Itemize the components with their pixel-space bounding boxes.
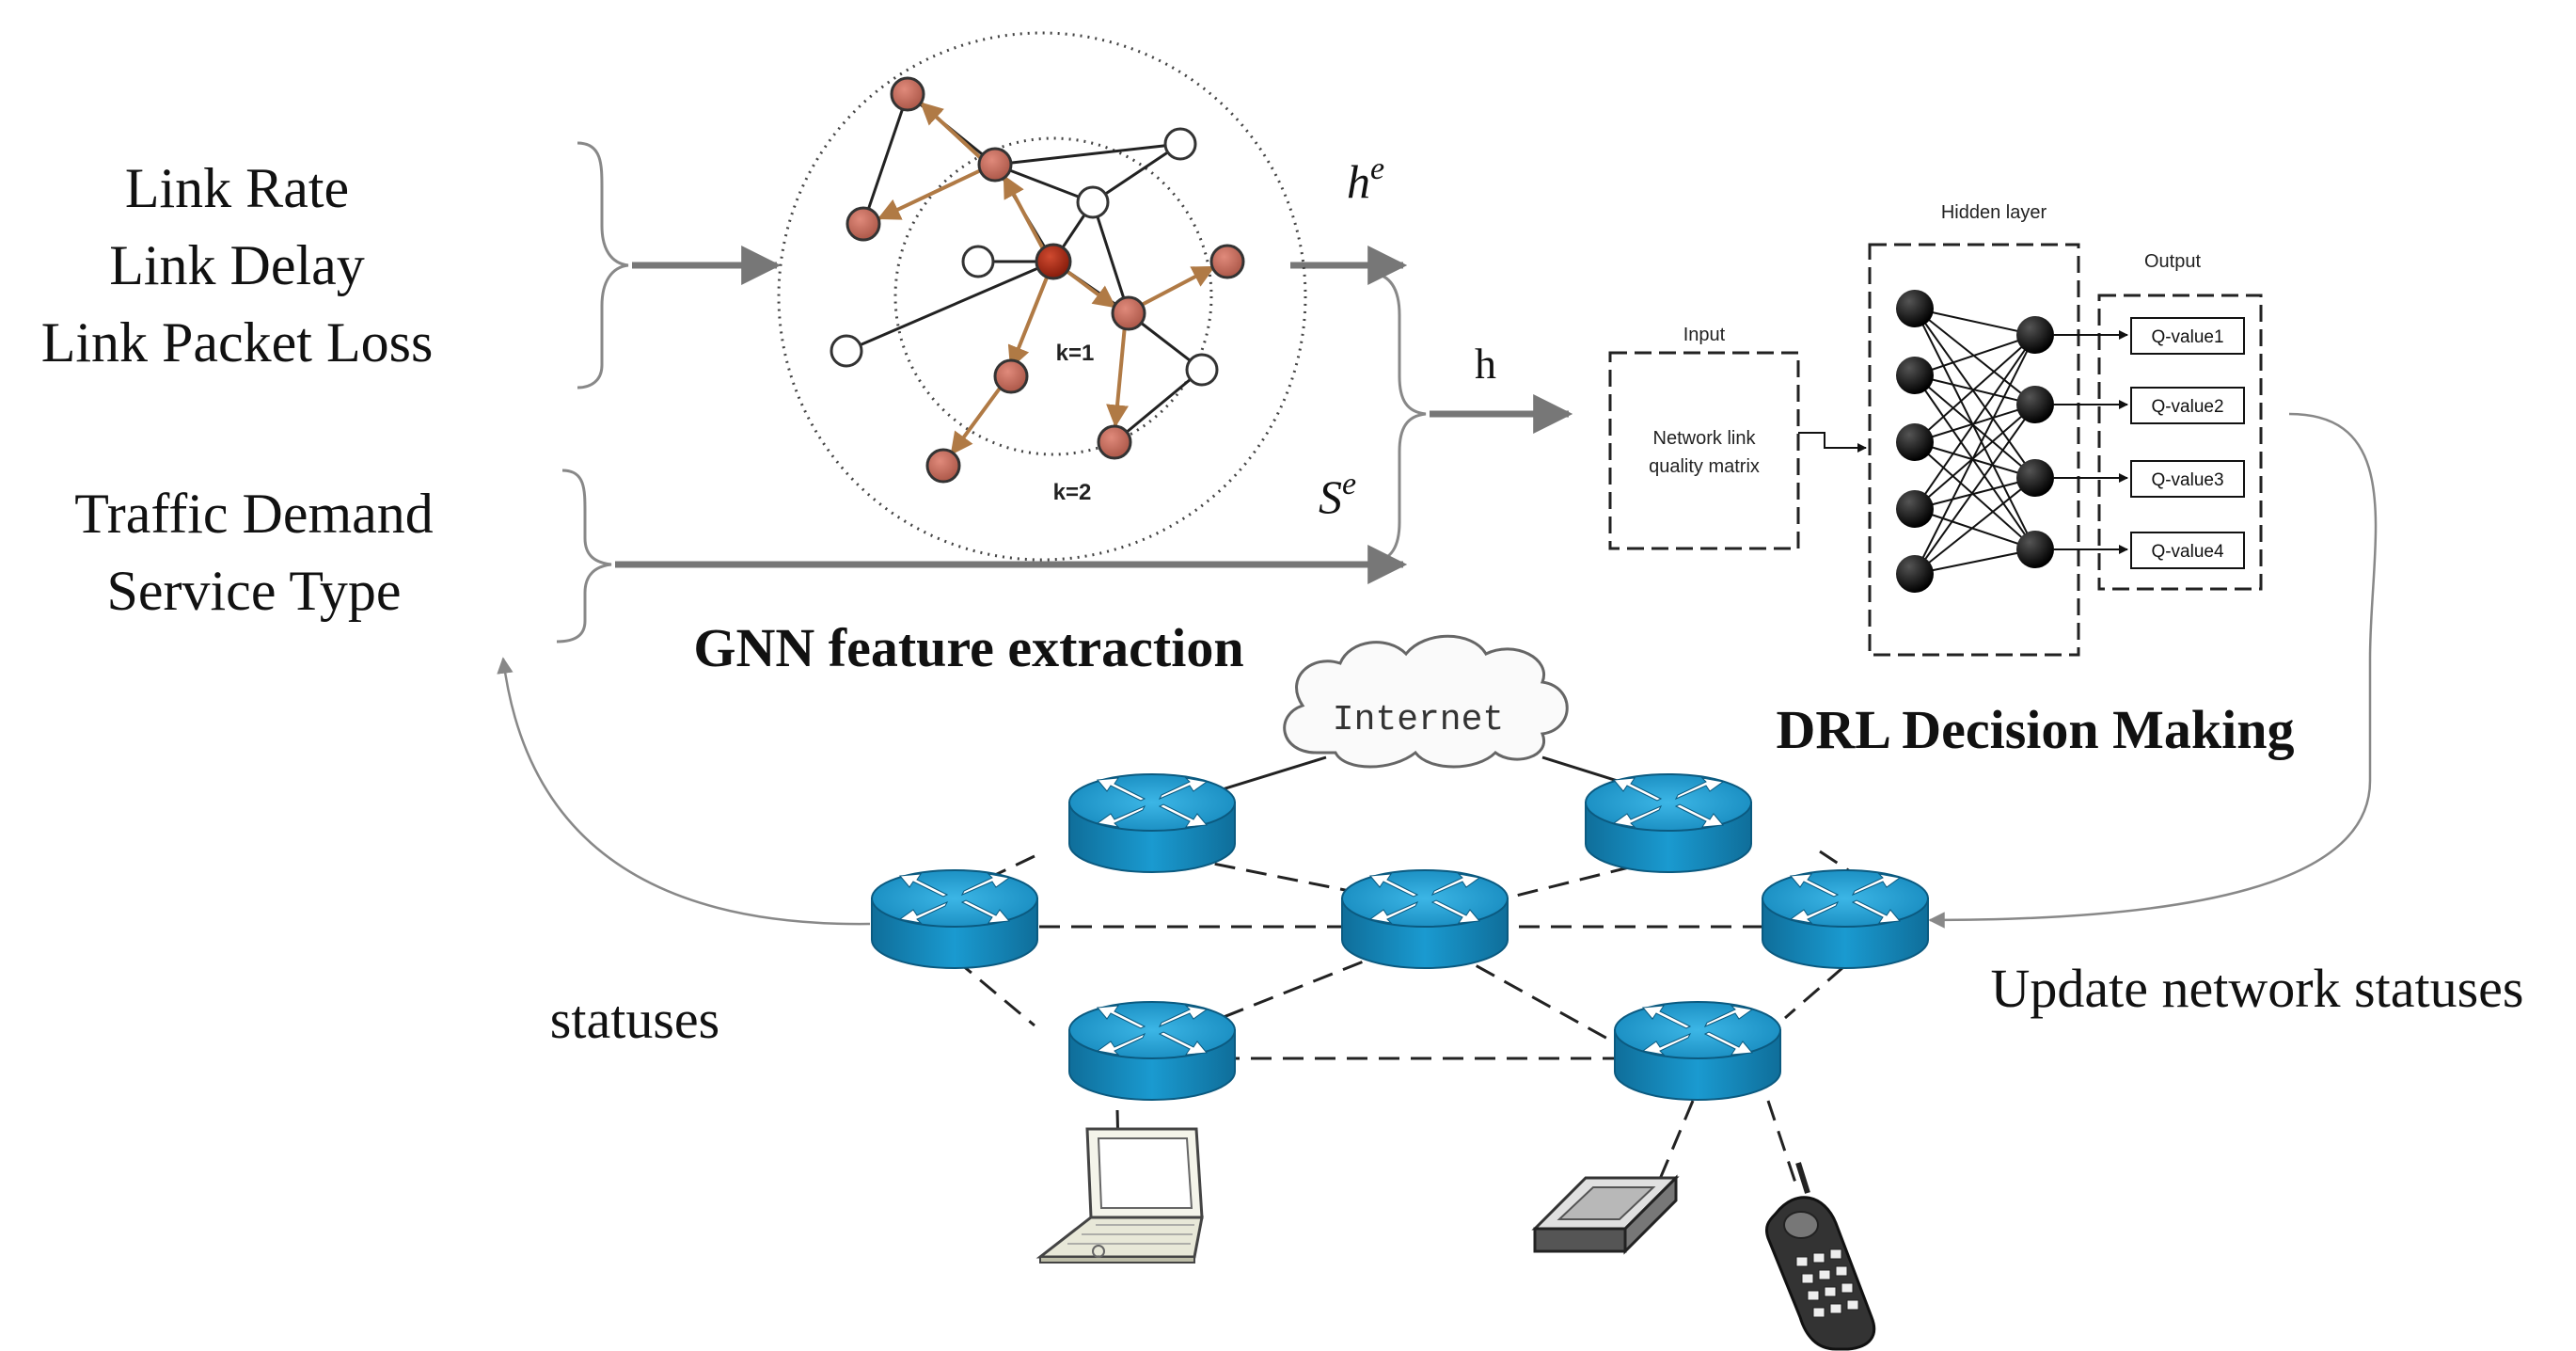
feedback-curves [497,412,2378,929]
output-h: h [1475,340,1496,388]
drl-input-box [1608,351,1800,550]
network-topology: Internet [871,634,1929,1351]
q-value-box-2 [2130,387,2245,424]
drl-input-line1: Network link [1653,428,1757,449]
brace-bottom [556,469,612,644]
drl-hidden-box [1868,243,2080,657]
feedback-right-curve [1928,412,2378,929]
drl-connections [1914,308,2036,575]
gnn-graph: k=1 k=2 [777,31,1307,562]
router-bottom-left [1068,1001,1236,1101]
gnn-label-k1: k=1 [1056,341,1095,366]
q-value-box-4 [2130,532,2245,569]
feature-link-packet-loss: Link Packet Loss [41,311,434,374]
q-value-2: Q-value2 [2151,397,2223,417]
feature-traffic-demand: Traffic Demand [74,483,434,545]
drl-input-line2: quality matrix [1649,456,1760,477]
gnn-label-k2: k=2 [1053,480,1092,505]
gnn-edges [845,92,1203,444]
drl-input-arrow [1798,432,1867,453]
router-center [1341,869,1509,969]
feature-link-rate: Link Rate [125,157,349,219]
drl-neurons [1896,290,2054,593]
q-value-box-1 [2130,317,2245,355]
input-features: Link Rate Link Delay Link Packet Loss Tr… [41,157,434,622]
router-right [1762,869,1929,969]
mobile-phone-icon [1764,1162,1876,1351]
drl-hidden-title: Hidden layer [1941,202,2047,223]
drl-output-box [2097,294,2263,591]
output-se: Se [1319,467,1356,523]
q-value-4: Q-value4 [2151,542,2224,562]
q-value-1: Q-value1 [2151,327,2223,347]
gnn-message-arrows [877,102,1216,455]
gnn-inner-circle [893,136,1213,456]
gnn-nodes [830,76,1245,484]
router-top-left [1068,773,1236,873]
drl-output-title: Output [2144,251,2201,272]
q-value-3: Q-value3 [2151,470,2223,490]
feature-service-type: Service Type [107,560,402,622]
output-he: he [1347,151,1384,208]
feedback-left-label: statuses [550,989,719,1050]
feedback-left-curve [497,657,871,926]
router-bottom-right [1614,1001,1781,1101]
drl-network: Input Network link quality matrix Hidden… [1608,202,2263,657]
feedback-right-label: Update network statuses [1991,958,2524,1019]
internet-label: Internet [1333,700,1504,740]
drl-input-title: Input [1683,325,1726,345]
input-arrows [615,246,1573,584]
drl-title: DRL Decision Making [1776,699,2294,760]
brace-top [577,141,629,389]
gnn-title: GNN feature extraction [693,617,1243,678]
brace-merge [1370,271,1427,564]
router-top-right [1585,773,1752,873]
pda-icon [1531,1174,1680,1255]
input-braces [556,141,1427,644]
gnn-outputs: he Se h [1319,151,1496,523]
feature-link-delay: Link Delay [109,234,365,296]
internet-cloud [1283,634,1569,769]
q-value-box-3 [2130,460,2245,498]
gnn-outer-circle [777,31,1307,562]
router-left [871,869,1038,969]
laptop-icon [1035,1127,1204,1264]
drl-output-arrows [2054,330,2128,554]
